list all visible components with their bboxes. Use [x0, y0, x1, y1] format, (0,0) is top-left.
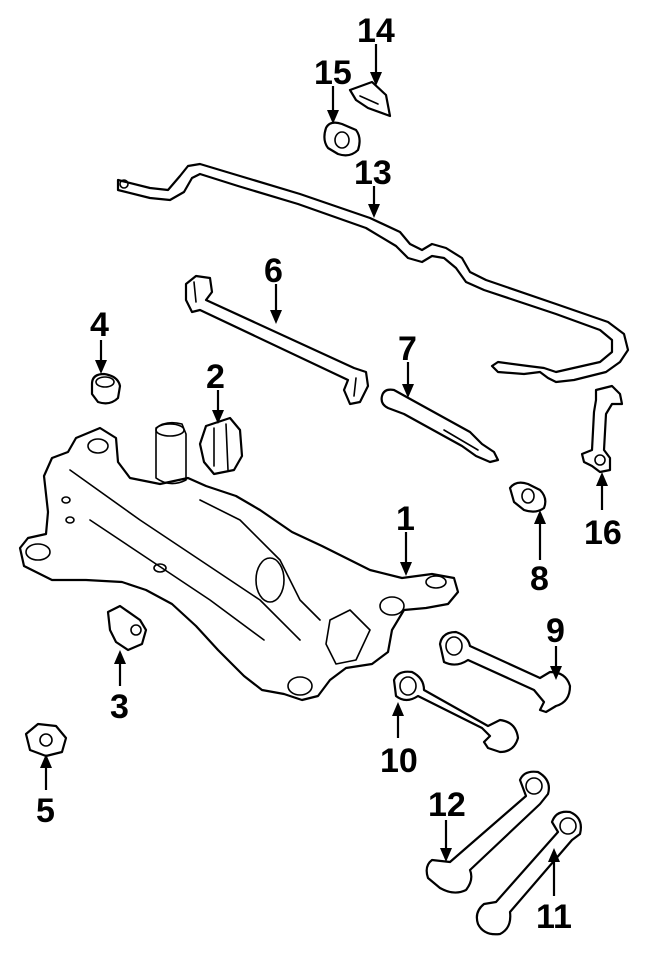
callout-13: 13 — [354, 154, 392, 192]
part-6-lateral-rod — [184, 274, 370, 406]
part-9-control-arm — [438, 630, 572, 714]
callout-8: 8 — [530, 560, 549, 598]
part-7-tie-rod — [380, 388, 500, 464]
part-10-control-arm — [392, 670, 520, 754]
callout-6: 6 — [264, 252, 283, 290]
part-2-bushing — [198, 416, 244, 476]
part-11-trailing-link — [475, 810, 582, 936]
callout-14: 14 — [357, 12, 395, 50]
callout-2: 2 — [206, 358, 225, 396]
part-13-stabilizer-bar — [116, 162, 630, 384]
callout-12: 12 — [428, 786, 466, 824]
leader-lines — [40, 44, 608, 896]
callout-11: 11 — [536, 898, 572, 936]
callout-15: 15 — [314, 54, 352, 92]
callout-3: 3 — [110, 688, 129, 726]
callout-7: 7 — [398, 330, 417, 368]
part-3-mount-bracket — [106, 604, 148, 652]
callout-labels: 14 15 13 6 4 7 2 1 16 8 9 3 10 5 12 11 — [36, 12, 622, 936]
callout-16: 16 — [584, 514, 622, 552]
part-1-crossmember — [18, 421, 460, 702]
part-4-mount-bushing — [90, 372, 122, 405]
part-12-trailing-link — [425, 770, 550, 894]
part-8-ball-joint — [508, 481, 547, 513]
callout-9: 9 — [546, 612, 565, 650]
part-5-nut — [24, 722, 68, 758]
callout-5: 5 — [36, 792, 55, 830]
callout-1: 1 — [396, 500, 415, 538]
callout-10: 10 — [380, 742, 418, 780]
part-16-stabilizer-link — [580, 384, 624, 474]
callout-4: 4 — [90, 306, 109, 344]
part-14-bracket — [348, 80, 392, 118]
part-15-bushing — [323, 121, 361, 157]
